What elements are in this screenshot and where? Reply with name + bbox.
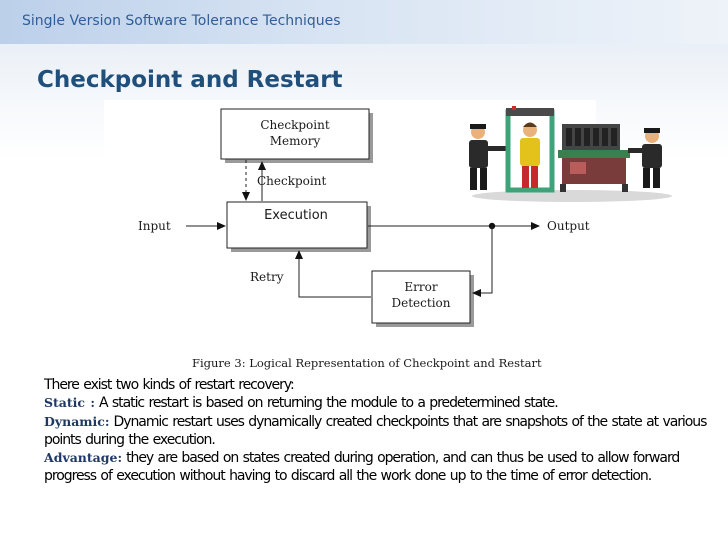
traveler-figure bbox=[520, 122, 540, 188]
checkpoint-memory-label-2: Memory bbox=[270, 134, 321, 148]
advantage-desc: they are based on states created during … bbox=[44, 450, 680, 485]
error-detection-label-1: Error bbox=[404, 280, 437, 294]
header-text: Single Version Software Tolerance Techni… bbox=[22, 13, 341, 29]
xray-machine bbox=[558, 124, 630, 192]
flow-diagram: Checkpoint Memory Execution Error Detect… bbox=[138, 108, 590, 370]
guard-figure-left bbox=[469, 124, 506, 190]
dynamic-item: Dynamic:Dynamic restart uses dynamically… bbox=[44, 413, 724, 450]
checkpoint-restart-figure: Checkpoint Memory Execution Error Detect… bbox=[104, 100, 596, 372]
figure-caption: Figure 3: Logical Representation of Chec… bbox=[192, 356, 542, 370]
static-item: Static :A static restart is based on ret… bbox=[44, 394, 724, 412]
input-label: Input bbox=[138, 219, 171, 233]
checkpoint-memory-box: Checkpoint Memory bbox=[220, 108, 373, 163]
execution-box: Execution bbox=[226, 201, 371, 252]
metal-detector-gate bbox=[505, 106, 555, 193]
static-desc: A static restart is based on returning t… bbox=[99, 395, 559, 412]
checkpoint-flow-label: Checkpoint bbox=[257, 174, 326, 188]
restart-recovery-text: There exist two kinds of restart recover… bbox=[44, 376, 724, 486]
output-label: Output bbox=[547, 219, 590, 233]
advantage-item: Advantage:they are based on states creat… bbox=[44, 449, 724, 486]
execution-label: Execution bbox=[264, 208, 328, 223]
security-checkpoint-clipart bbox=[469, 106, 672, 202]
checkpoint-memory-label-1: Checkpoint bbox=[260, 118, 329, 132]
header-bar bbox=[0, 0, 728, 44]
retry-arrow bbox=[295, 250, 371, 298]
advantage-term: Advantage: bbox=[44, 450, 123, 466]
dynamic-term: Dynamic: bbox=[44, 413, 110, 429]
dynamic-desc: Dynamic restart uses dynamically created… bbox=[44, 413, 707, 448]
slide-title: Checkpoint and Restart bbox=[37, 67, 343, 93]
guard-figure-right bbox=[628, 128, 662, 188]
error-detection-label-2: Detection bbox=[392, 296, 451, 310]
intro-line: There exist two kinds of restart recover… bbox=[44, 377, 295, 393]
retry-label: Retry bbox=[250, 270, 284, 284]
static-term: Static : bbox=[44, 395, 95, 411]
output-to-detection-arrow bbox=[472, 226, 493, 297]
error-detection-box: Error Detection bbox=[371, 270, 474, 327]
